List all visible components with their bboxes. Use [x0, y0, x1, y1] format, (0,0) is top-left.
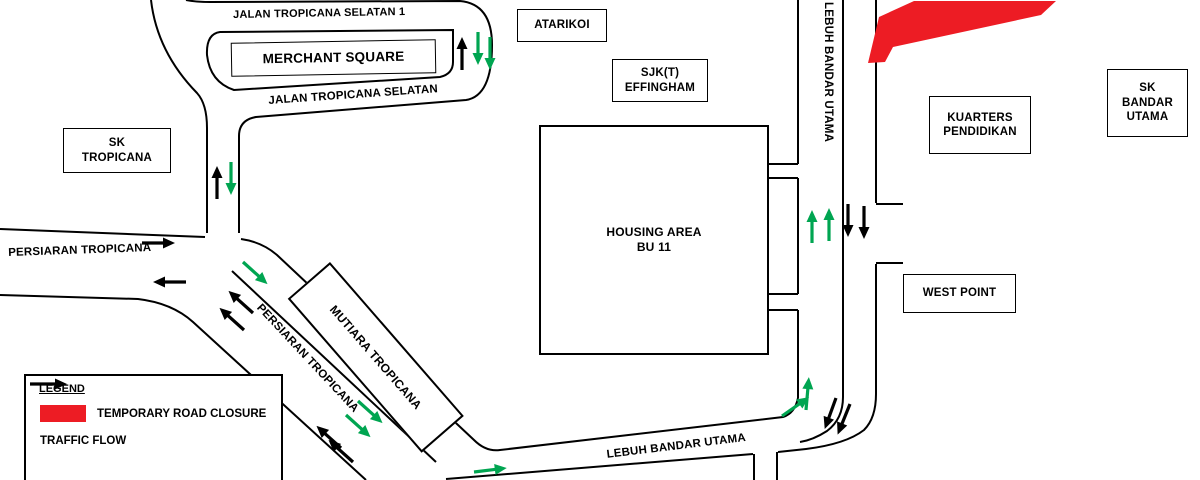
- traffic-flow-arrow-icon: [30, 378, 67, 390]
- traffic-arrow-black: [323, 434, 359, 468]
- road-jalan-tropicana-selatan-outer: [185, 0, 494, 233]
- traffic-arrow-black: [454, 35, 470, 72]
- traffic-arrow-black: [214, 302, 250, 336]
- road-persiaran-sw-edge: [0, 294, 367, 480]
- road-south-side-street: [753, 452, 778, 480]
- place-housing-area-bu11: HOUSING AREA BU 11: [539, 125, 769, 355]
- road-merchant-square-block: [205, 28, 454, 92]
- place-west-point: WEST POINT: [903, 274, 1016, 313]
- legend-flow-label: TRAFFIC FLOW: [40, 435, 127, 447]
- legend-item-closure: TEMPORARY ROAD CLOSURE: [40, 405, 281, 422]
- legend-title: LEGEND: [39, 383, 85, 395]
- place-sk-tropicana: SK TROPICANA: [63, 128, 171, 173]
- place-atarikoi: ATARIKOI: [517, 9, 607, 42]
- road-lebuh-middle-line: [799, 0, 844, 443]
- road-bottom-south-edge-west: [445, 453, 754, 480]
- traffic-arrow-green: [223, 160, 239, 197]
- legend-item-flow: TRAFFIC FLOW: [30, 378, 281, 447]
- road-housing-access-south: [765, 293, 798, 311]
- temporary-road-closure-shape: [868, 1, 1056, 63]
- road-west-point-access: [876, 203, 903, 264]
- road-bottom-south-edge-east-and-right-edge: [777, 264, 877, 453]
- traffic-arrow-green: [340, 409, 376, 443]
- traffic-arrow-black: [830, 400, 857, 439]
- traffic-arrow-black: [840, 202, 856, 239]
- road-housing-access-north: [765, 163, 798, 179]
- road-persiaran-ne-edge-and-bottom-north-edge: [240, 238, 799, 452]
- legend-closure-label: TEMPORARY ROAD CLOSURE: [97, 407, 267, 420]
- traffic-arrow-green: [821, 206, 837, 243]
- road-nw-outer-edge: [150, 0, 208, 233]
- traffic-arrow-green: [470, 30, 486, 67]
- legend: LEGEND TEMPORARY ROAD CLOSURE TRAFFIC FL…: [24, 374, 283, 480]
- closure-swatch-icon: [40, 405, 86, 422]
- road-persiaran-north-edge: [0, 228, 206, 238]
- road-label-lebuh-bandar-utama-vertical: LEBUH BANDAR UTAMA: [822, 2, 834, 143]
- place-sjkt-effingham: SJK(T) EFFINGHAM: [612, 59, 708, 102]
- place-sk-bandar-utama: SK BANDAR UTAMA: [1107, 69, 1188, 137]
- traffic-arrow-black: [151, 274, 188, 290]
- place-kuarters-pendidikan: KUARTERS PENDIDIKAN: [929, 96, 1031, 154]
- traffic-arrow-black: [856, 204, 872, 241]
- traffic-arrow-green: [804, 208, 820, 245]
- traffic-arrow-black: [209, 164, 225, 201]
- traffic-arrow-green: [482, 35, 498, 72]
- road-network: [0, 0, 903, 480]
- place-merchant-square: MERCHANT SQUARE: [230, 39, 437, 77]
